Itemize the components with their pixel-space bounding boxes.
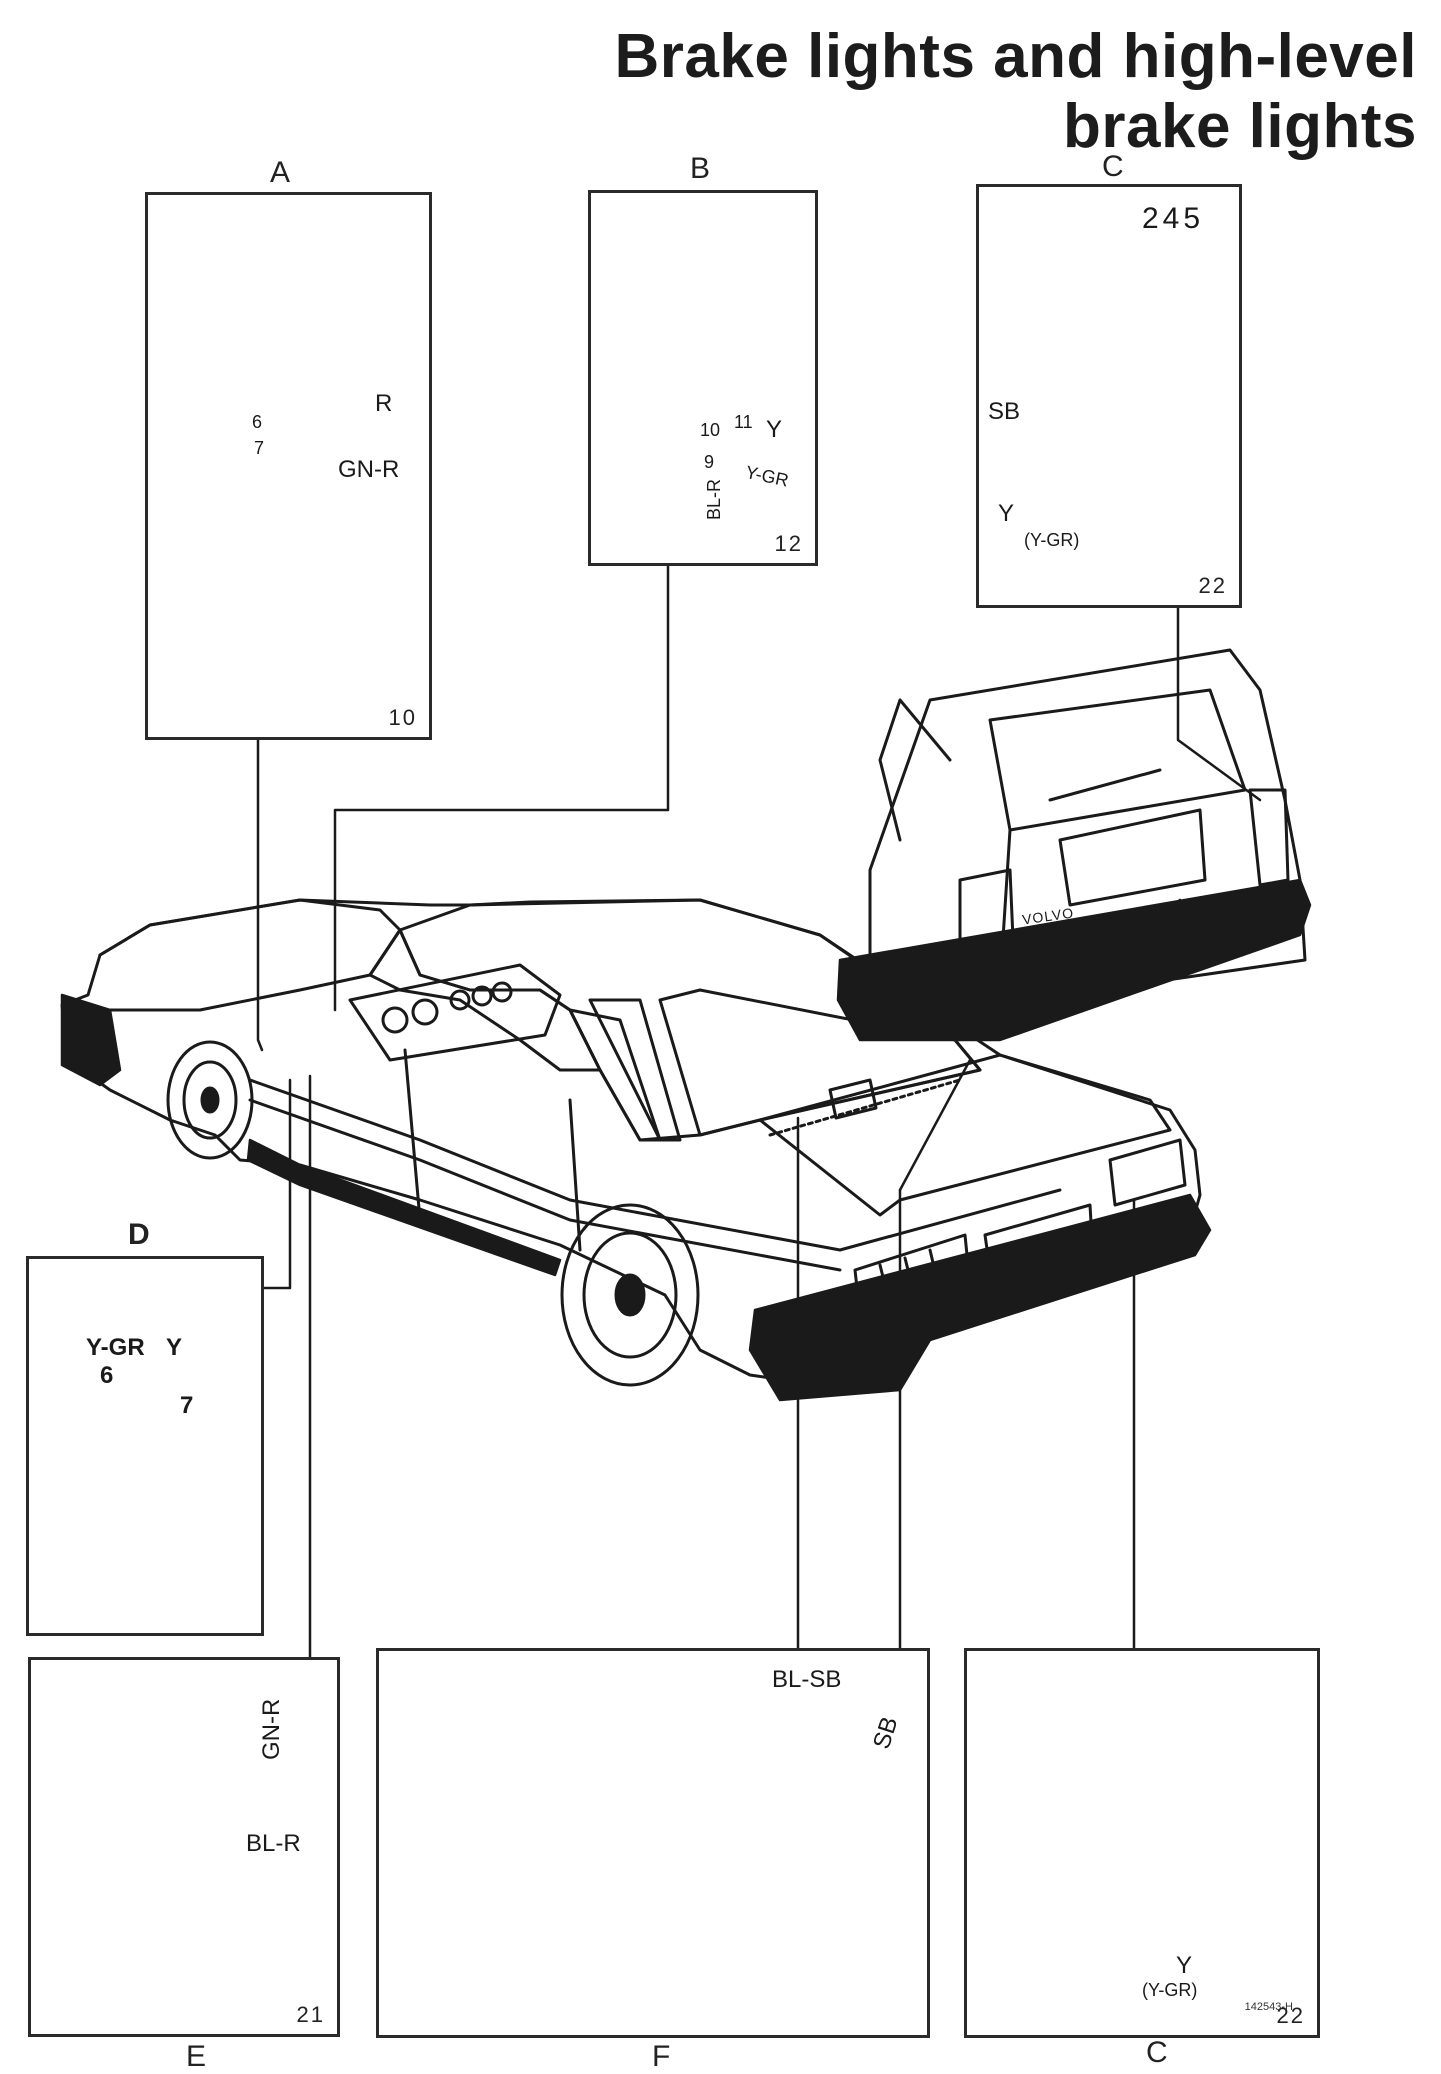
panel-c-bottom-label-y: Y (1176, 1952, 1193, 1979)
panel-a-pin-7: 7 (254, 438, 265, 458)
panel-b-page: 12 (774, 531, 803, 556)
panel-f (376, 1648, 930, 2038)
panel-c-bottom: 22 (964, 1648, 1320, 2038)
title-line-1: Brake lights and high-level (614, 22, 1417, 91)
panel-e: 21 (28, 1657, 340, 2037)
panel-c-top-label-y: Y (998, 500, 1015, 527)
panel-a-label-r: R (375, 390, 393, 417)
panel-b-pin-11: 11 (734, 412, 753, 432)
panel-b-letter: B (690, 152, 711, 185)
panel-b: 12 (588, 190, 818, 566)
panel-c-bottom-letter: C (1146, 2036, 1168, 2069)
leader-line-d (260, 1078, 292, 1290)
panel-f-label-blsb: BL-SB (772, 1666, 842, 1693)
leader-line-b (333, 560, 670, 1012)
panel-c-top-model-number: 245 (1142, 202, 1205, 235)
panel-e-label-gnr: GN-R (258, 1698, 285, 1760)
panel-c-top-page: 22 (1198, 573, 1227, 598)
panel-d-letter: D (128, 1218, 150, 1251)
side-skirt (246, 1138, 562, 1277)
panel-c-bottom-label-ygr: (Y-GR) (1142, 1980, 1198, 2000)
panel-b-pin-10: 10 (700, 420, 721, 440)
panel-d-pin-6: 6 (100, 1362, 114, 1389)
page-title: Brake lights and high-level brake lights (615, 22, 1417, 162)
panel-c-top: 22 (976, 184, 1242, 608)
leader-line-c-top (1176, 604, 1262, 802)
panel-b-pin-9: 9 (704, 452, 715, 472)
panel-a-pin-6: 6 (252, 412, 263, 432)
front-bumper (60, 993, 122, 1087)
leader-line-a (256, 736, 264, 1052)
panel-d-pin-7: 7 (180, 1392, 194, 1419)
panel-b-label-blr: BL-R (704, 478, 724, 520)
panel-f-letter: F (652, 2040, 671, 2073)
panel-c-top-label-ygr: (Y-GR) (1024, 530, 1080, 550)
panel-c-top-label-sb: SB (988, 398, 1021, 425)
panel-b-label-y: Y (766, 416, 783, 443)
panel-a-page: 10 (388, 705, 417, 730)
panel-d-label-y: Y (166, 1334, 183, 1361)
panel-e-page: 21 (296, 2002, 325, 2027)
rear-bumper (748, 1193, 1212, 1402)
panel-e-letter: E (186, 2040, 207, 2073)
panel-c-bottom-page: 22 (1276, 2003, 1305, 2028)
figure-reference: 142543-H (1244, 2001, 1293, 2013)
panel-c-top-letter: C (1102, 150, 1124, 183)
panel-a-label-gnr: GN-R (338, 456, 400, 483)
panel-e-label-blr: BL-R (246, 1830, 301, 1857)
panel-d (26, 1256, 264, 1636)
estate-bumper (836, 878, 1312, 1042)
panel-d-label-ygr: Y-GR (86, 1334, 145, 1361)
panel-a-letter: A (270, 156, 291, 189)
title-line-2: brake lights (1063, 92, 1417, 161)
